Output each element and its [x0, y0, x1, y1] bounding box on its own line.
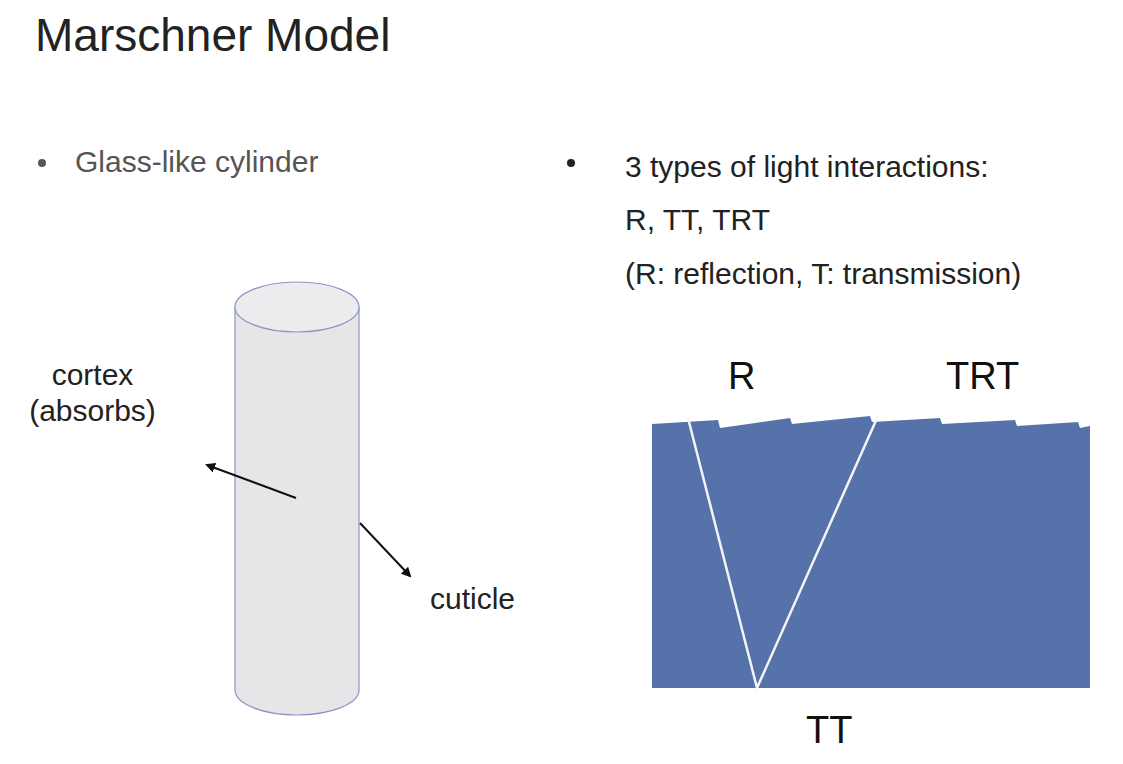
hair-cylinder	[235, 282, 359, 715]
hair-section	[652, 416, 1090, 688]
path-label: TRT	[946, 354, 1019, 400]
part-label: cortex (absorbs)	[10, 357, 175, 429]
part-label: cuticle	[430, 581, 515, 617]
path-label: TT	[806, 708, 852, 754]
slide-title: Marschner Model	[35, 8, 390, 63]
light-path	[688, 416, 878, 688]
bullet	[38, 159, 46, 167]
bullet	[567, 159, 575, 167]
path-label: R	[728, 354, 755, 400]
leader-line	[360, 523, 410, 576]
bullet-text: Glass-like cylinder	[75, 144, 318, 180]
bullet-text: 3 types of light interactions: R, TT, TR…	[625, 140, 1021, 300]
leader-line	[207, 465, 296, 498]
